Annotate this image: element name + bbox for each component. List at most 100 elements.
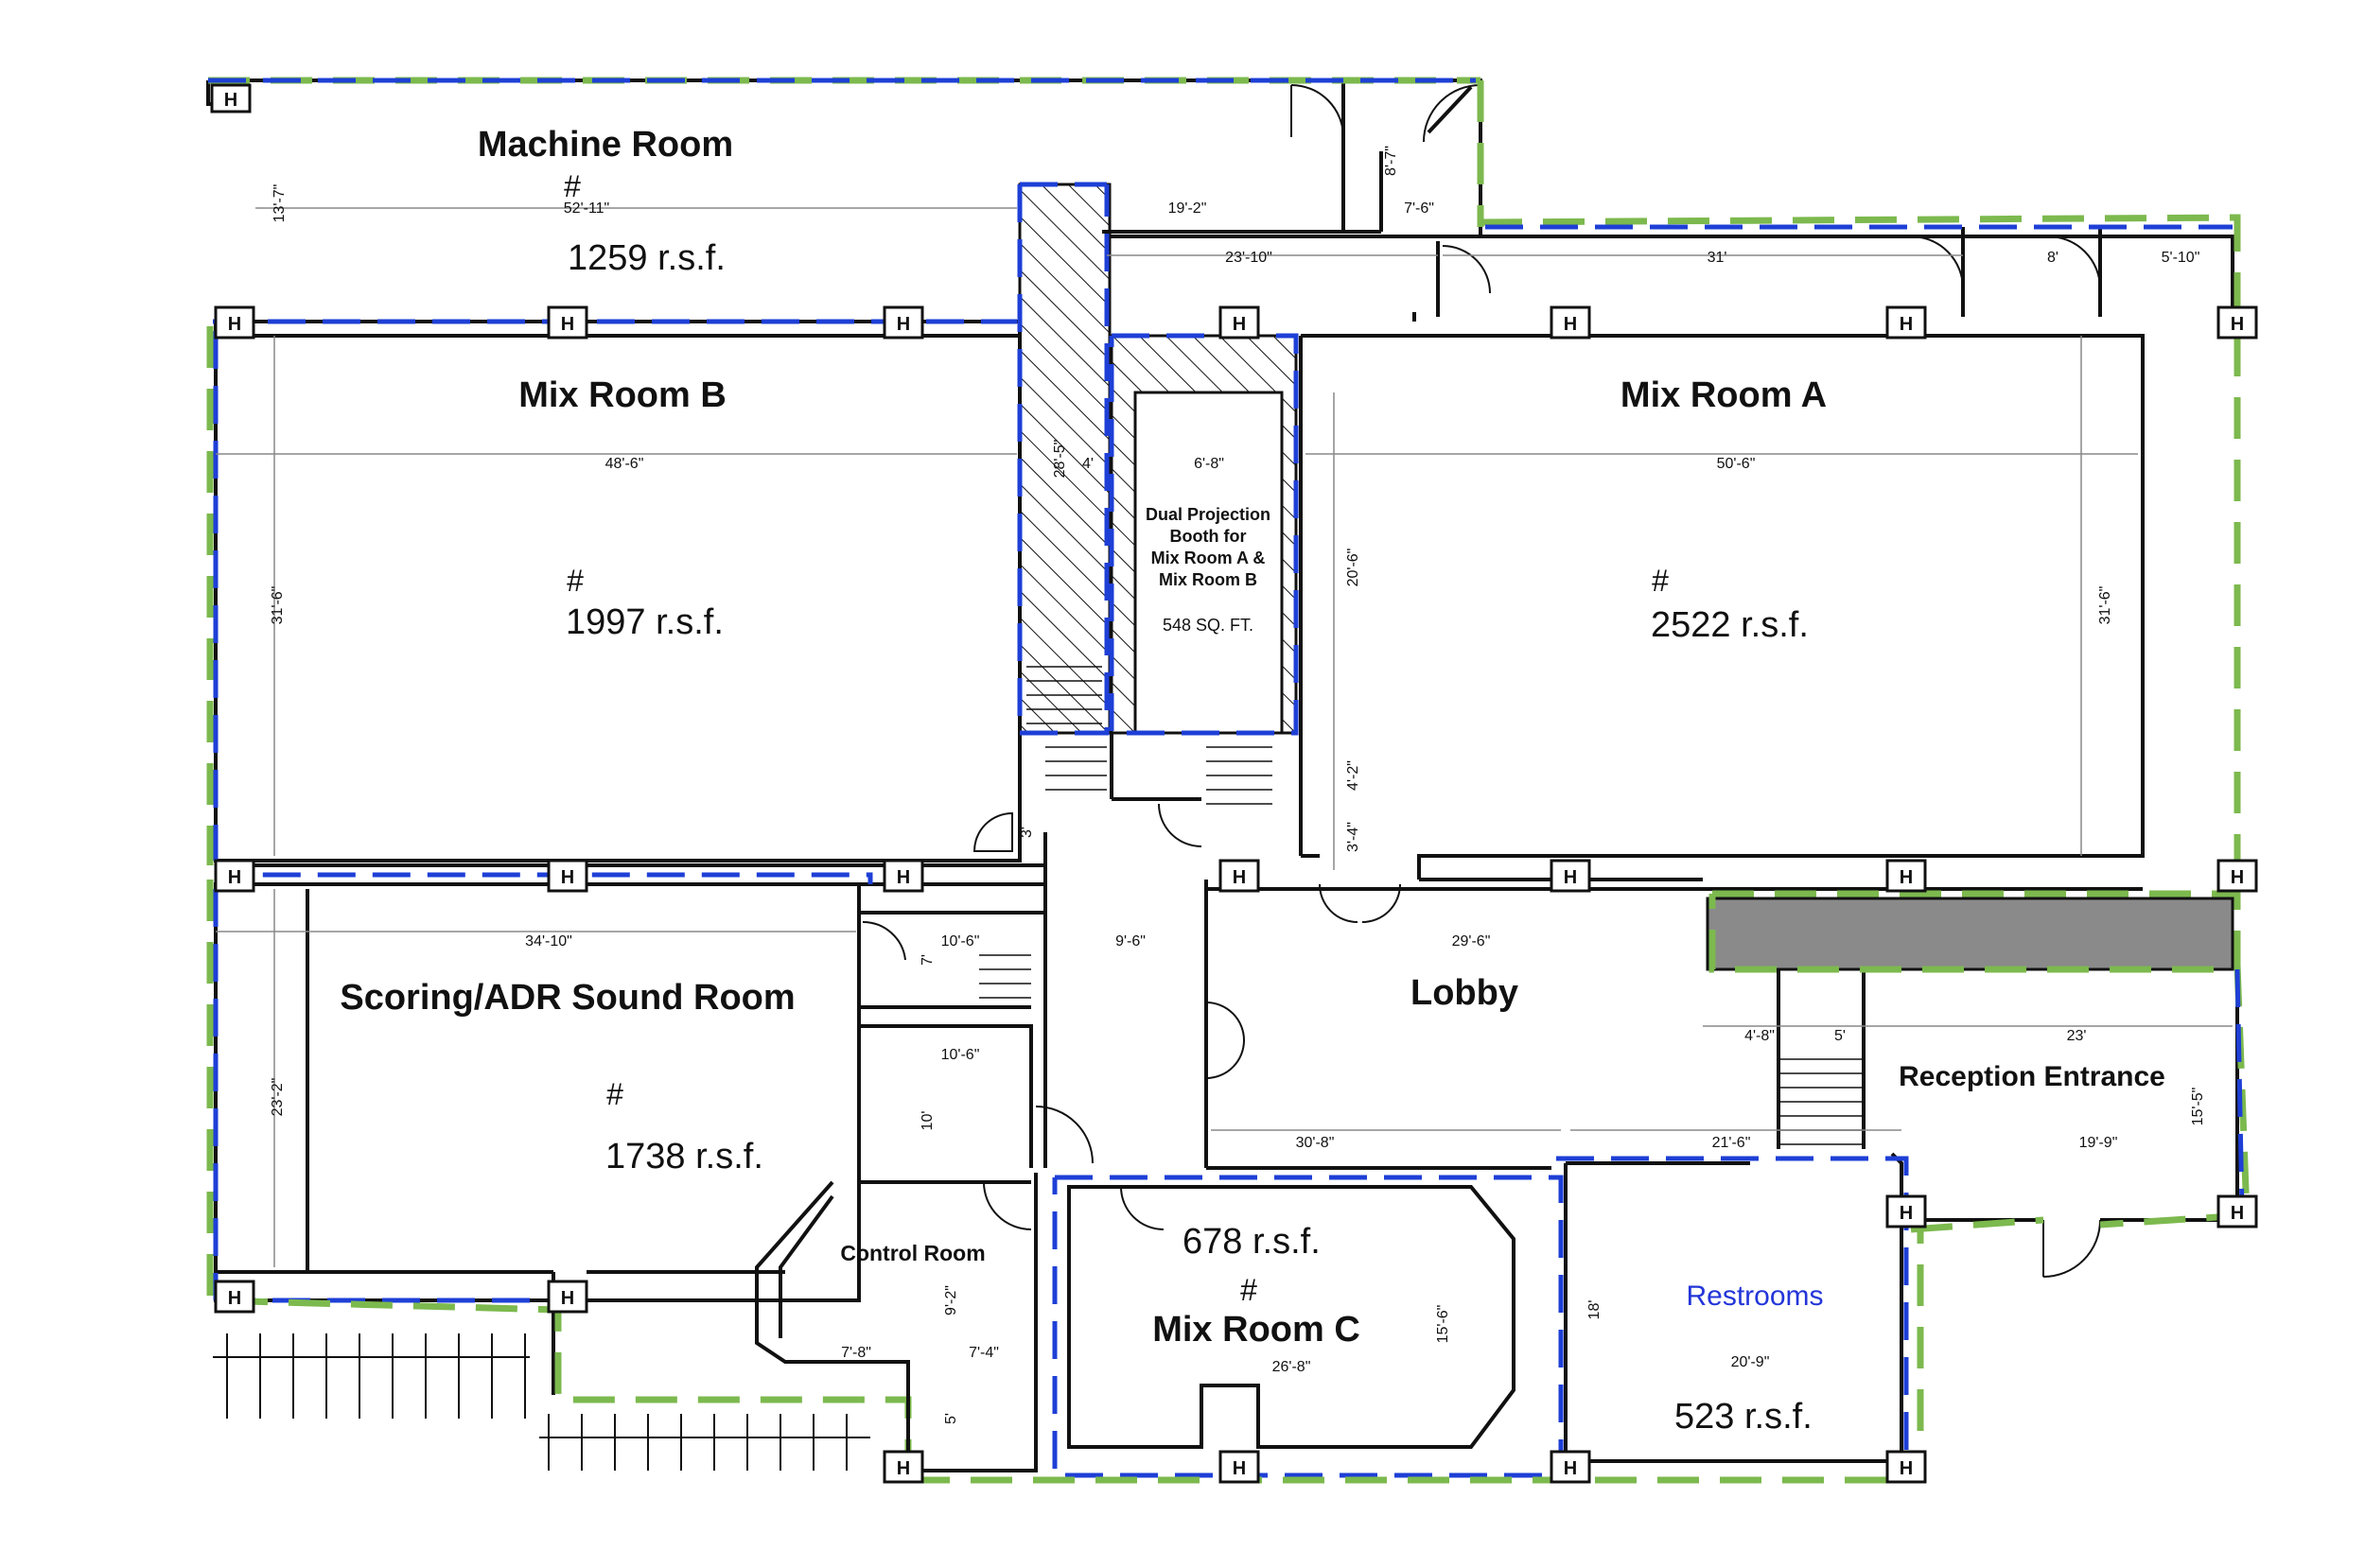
- mix-room-c-mark: #: [1240, 1273, 1257, 1307]
- mix-room-c-walls: [1067, 1185, 1515, 1449]
- machine-room-title: Machine Room: [478, 125, 733, 165]
- dim-mix-b-width: 48'-6": [605, 456, 644, 472]
- svg-text:H: H: [1564, 314, 1577, 335]
- dim-7-8: 7'-8": [841, 1345, 871, 1361]
- scoring-room-title: Scoring/ADR Sound Room: [340, 978, 795, 1018]
- restrooms-area: 523 r.s.f.: [1674, 1397, 1813, 1437]
- dim-29-6: 29'-6": [1452, 933, 1491, 950]
- booth-line-3: Mix Room A &: [1151, 549, 1266, 567]
- svg-text:H: H: [1233, 1458, 1246, 1479]
- svg-text:H: H: [561, 867, 574, 888]
- column-18: H: [883, 1450, 924, 1484]
- dim-4-8: 4'-8": [1744, 1028, 1775, 1044]
- dim-5: 5': [1834, 1028, 1846, 1044]
- dim-20-6: 20'-6": [1345, 549, 1361, 587]
- side-rooms: [859, 911, 1094, 1230]
- column-1: H: [210, 83, 252, 113]
- dim-3: 3': [1019, 827, 1035, 838]
- booth-line-2: Booth for: [1170, 527, 1247, 546]
- column-16: H: [214, 1280, 255, 1314]
- svg-text:H: H: [1900, 314, 1913, 335]
- booth-line-4: Mix Room B: [1159, 570, 1257, 589]
- dim-15-5: 15'-5": [2190, 1088, 2206, 1126]
- scoring-room-area: 1738 r.s.f.: [605, 1137, 763, 1176]
- svg-text:H: H: [1233, 314, 1246, 335]
- dim-5-b: 5': [943, 1413, 959, 1424]
- dim-stair-width: 4': [1082, 456, 1094, 472]
- column-23: H: [2216, 1194, 2258, 1228]
- dim-mix-c-width: 26'-8": [1272, 1359, 1311, 1375]
- columns: H H H H H H H H H H H H H H H H H H H H …: [210, 83, 2258, 1484]
- column-3: H: [547, 305, 588, 340]
- column-12: H: [1218, 859, 1260, 893]
- dim-restrooms-width: 20'-9": [1731, 1354, 1770, 1370]
- dimension-lines: [216, 207, 2233, 1267]
- column-7: H: [1885, 305, 1927, 340]
- control-room-walls: [755, 1173, 1038, 1472]
- svg-text:H: H: [228, 1288, 241, 1309]
- column-4: H: [883, 305, 924, 340]
- mix-room-b-title: Mix Room B: [518, 375, 727, 415]
- top-corridor: [1107, 227, 2234, 317]
- svg-text:H: H: [897, 314, 910, 335]
- column-13: H: [1550, 859, 1591, 893]
- dim-4-2: 4'-2": [1345, 760, 1361, 791]
- booth-area: 548 SQ. FT.: [1163, 616, 1253, 635]
- svg-text:H: H: [1564, 867, 1577, 888]
- column-5: H: [1218, 305, 1260, 340]
- dim-19-2: 19'-2": [1168, 200, 1207, 217]
- dim-stair-height: 28'-5": [1052, 440, 1068, 479]
- restrooms-title: Restrooms: [1686, 1281, 1823, 1312]
- machine-room-area: 1259 r.s.f.: [568, 238, 726, 278]
- column-11: H: [883, 859, 924, 893]
- dim-mix-a-height: 31'-6": [2097, 586, 2113, 625]
- dim-scoring-height: 23'-2": [270, 1078, 286, 1117]
- scoring-room-walls: [214, 882, 861, 1395]
- svg-text:H: H: [1900, 1203, 1913, 1224]
- svg-text:H: H: [1900, 1458, 1913, 1479]
- svg-text:H: H: [2231, 867, 2244, 888]
- column-14: H: [1885, 859, 1927, 893]
- dim-mix-a-width: 50'-6": [1717, 456, 1756, 472]
- mix-room-c-title: Mix Room C: [1152, 1310, 1360, 1350]
- lobby-title: Lobby: [1410, 973, 1518, 1013]
- svg-text:H: H: [897, 1458, 910, 1479]
- mix-room-c-area: 678 r.s.f.: [1182, 1222, 1321, 1262]
- machine-room: [206, 78, 1482, 236]
- svg-text:H: H: [2231, 314, 2244, 335]
- dim-mix-c-height: 15'-6": [1435, 1305, 1451, 1344]
- mix-room-a-mark: #: [1652, 564, 1669, 598]
- dim-21-6: 21'-6": [1712, 1135, 1751, 1151]
- dim-3-4: 3'-4": [1345, 822, 1361, 852]
- column-9: H: [214, 859, 255, 893]
- dim-23: 23': [2067, 1028, 2087, 1044]
- svg-text:H: H: [228, 867, 241, 888]
- booth-line-1: Dual Projection: [1146, 505, 1270, 524]
- reception-title: Reception Entrance: [1899, 1061, 2165, 1092]
- mix-room-a-walls: [1299, 312, 2145, 880]
- dim-booth-width: 6'-8": [1194, 456, 1224, 472]
- column-21: H: [1885, 1450, 1927, 1484]
- dim-scoring-width: 34'-10": [525, 933, 572, 950]
- svg-text:H: H: [2231, 1203, 2244, 1224]
- column-19: H: [1218, 1450, 1260, 1484]
- dim-30-8: 30'-8": [1296, 1135, 1335, 1151]
- projection-booth: [1109, 333, 1299, 847]
- column-8: H: [2216, 305, 2258, 340]
- mix-room-a-title: Mix Room A: [1620, 375, 1827, 415]
- mix-room-a-area: 2522 r.s.f.: [1651, 605, 1809, 645]
- column-17: H: [547, 1280, 588, 1314]
- mix-room-b-area: 1997 r.s.f.: [566, 602, 724, 642]
- dim-7-4: 7'-4": [969, 1345, 999, 1361]
- svg-text:H: H: [561, 314, 574, 335]
- dim-10-6-a: 10'-6": [941, 933, 980, 950]
- svg-text:H: H: [224, 90, 237, 111]
- dim-mix-b-height: 31'-6": [270, 586, 286, 625]
- stair-shaft: [1017, 182, 1112, 791]
- dim-8: 8': [2047, 250, 2058, 266]
- dim-machine-height: 13'-7": [272, 184, 288, 223]
- column-2: H: [214, 305, 255, 340]
- svg-text:H: H: [1900, 867, 1913, 888]
- svg-text:H: H: [1564, 1458, 1577, 1479]
